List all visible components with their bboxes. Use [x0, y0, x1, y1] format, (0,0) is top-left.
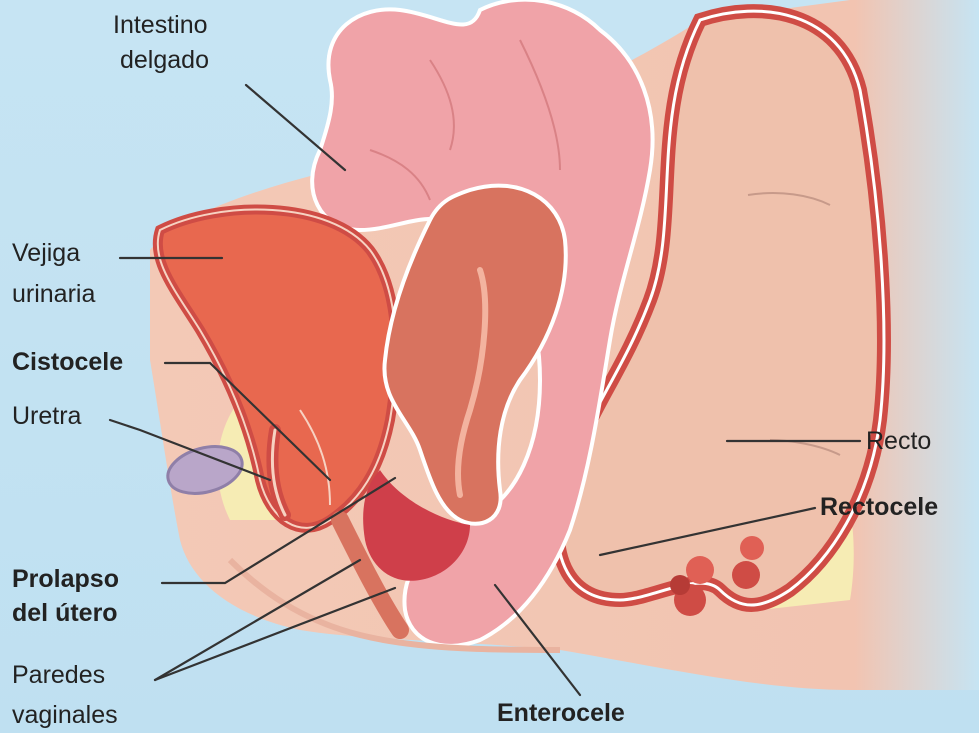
label-prolapso-line1: Prolapso [12, 564, 119, 595]
label-uretra: Uretra [12, 401, 81, 432]
label-rectocele: Rectocele [820, 492, 938, 523]
label-enterocele: Enterocele [497, 698, 625, 729]
label-paredes-line2: vaginales [12, 700, 118, 731]
label-prolapso-line2: del útero [12, 598, 118, 629]
label-intestino-line1: Intestino [113, 10, 208, 41]
label-paredes-line1: Paredes [12, 660, 105, 691]
label-cistocele: Cistocele [12, 347, 123, 378]
label-intestino-line2: delgado [120, 45, 209, 76]
label-recto: Recto [866, 426, 931, 457]
label-vejiga-line1: Vejiga [12, 238, 80, 269]
label-vejiga-line2: urinaria [12, 279, 95, 310]
